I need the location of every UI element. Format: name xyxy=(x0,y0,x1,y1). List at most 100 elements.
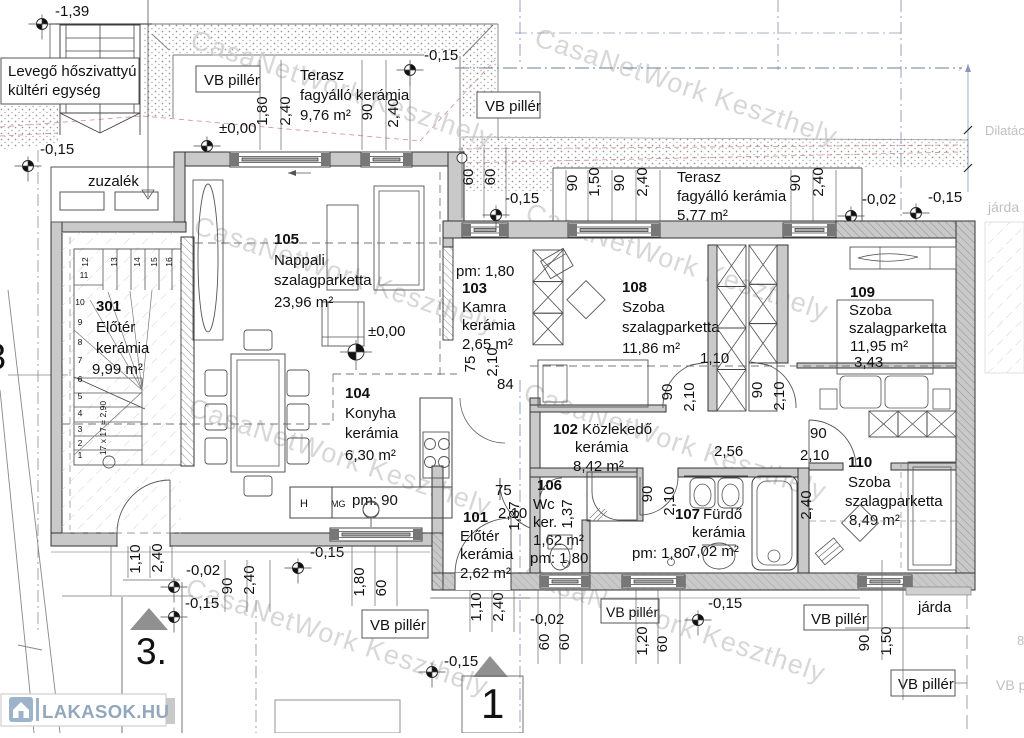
svg-text:13: 13 xyxy=(109,257,119,267)
svg-text:2,10: 2,10 xyxy=(661,486,678,515)
svg-text:járda: járda xyxy=(987,199,1019,215)
svg-text:-0,15: -0,15 xyxy=(40,141,74,158)
svg-text:2,40: 2,40 xyxy=(634,167,651,196)
svg-text:pm: 1,80: pm: 1,80 xyxy=(632,545,690,562)
svg-text:Nappali: Nappali xyxy=(274,252,325,269)
svg-text:1,37: 1,37 xyxy=(559,499,576,528)
svg-text:1,37: 1,37 xyxy=(506,501,523,530)
svg-text:zuzalék: zuzalék xyxy=(88,173,139,190)
svg-text:2,62 m²: 2,62 m² xyxy=(460,565,511,582)
svg-text:Wc: Wc xyxy=(533,496,555,513)
svg-text:90: 90 xyxy=(611,175,628,192)
svg-text:szalagparketta: szalagparketta xyxy=(849,320,947,337)
svg-text:Terasz: Terasz xyxy=(677,169,721,186)
svg-text:1,10: 1,10 xyxy=(127,544,144,573)
svg-text:14: 14 xyxy=(132,257,142,267)
svg-text:Előtér: Előtér xyxy=(460,528,499,545)
svg-text:VB pillér: VB pillér xyxy=(485,98,541,115)
svg-text:kerámia: kerámia xyxy=(462,317,516,334)
svg-text:kültéri egység: kültéri egység xyxy=(8,82,101,99)
svg-text:1,50: 1,50 xyxy=(586,167,603,196)
svg-text:90: 90 xyxy=(749,382,766,399)
svg-text:103: 103 xyxy=(462,280,487,297)
svg-text:60: 60 xyxy=(654,636,671,653)
svg-text:90: 90 xyxy=(219,578,236,595)
svg-text:-0,15: -0,15 xyxy=(310,544,344,561)
svg-text:75: 75 xyxy=(495,482,512,499)
svg-text:90: 90 xyxy=(810,425,827,442)
svg-text:±0,00: ±0,00 xyxy=(368,323,405,340)
svg-text:VB pillér: VB pillér xyxy=(370,617,426,634)
svg-text:pm: 1,80: pm: 1,80 xyxy=(530,550,588,567)
svg-text:106: 106 xyxy=(537,477,562,494)
svg-text:-0,02: -0,02 xyxy=(862,191,896,208)
svg-text:104: 104 xyxy=(345,385,371,402)
svg-text:2,40: 2,40 xyxy=(798,490,815,519)
svg-text:60: 60 xyxy=(460,169,477,186)
svg-text:2,10: 2,10 xyxy=(800,447,829,464)
svg-text:90: 90 xyxy=(787,175,804,192)
svg-text:60: 60 xyxy=(536,634,553,651)
svg-text:9,76 m²: 9,76 m² xyxy=(300,107,351,124)
svg-text:pm: 1,80: pm: 1,80 xyxy=(456,263,514,280)
svg-text:1: 1 xyxy=(78,450,83,460)
svg-text:Szoba: Szoba xyxy=(848,474,891,491)
svg-text:-0,15: -0,15 xyxy=(424,47,458,64)
svg-text:szalagparketta: szalagparketta xyxy=(845,493,943,510)
svg-text:2,40: 2,40 xyxy=(810,167,827,196)
svg-text:110: 110 xyxy=(848,454,872,471)
svg-text:1,10: 1,10 xyxy=(700,350,729,367)
svg-text:108: 108 xyxy=(622,279,647,296)
svg-text:5: 5 xyxy=(78,391,83,401)
svg-text:107: 107 xyxy=(675,506,700,523)
svg-text:1,50: 1,50 xyxy=(878,626,895,655)
svg-text:5,77 m²: 5,77 m² xyxy=(677,207,728,224)
svg-text:1: 1 xyxy=(481,680,504,727)
svg-text:15: 15 xyxy=(149,257,159,267)
svg-text:90: 90 xyxy=(564,175,581,192)
svg-text:11: 11 xyxy=(80,270,89,280)
svg-text:1,10: 1,10 xyxy=(468,592,485,621)
svg-text:101: 101 xyxy=(463,509,488,526)
svg-text:3.: 3. xyxy=(136,631,167,672)
svg-text:6: 6 xyxy=(78,374,83,384)
svg-text:Előtér: Előtér xyxy=(96,319,135,336)
svg-text:VB pillér: VB pillér xyxy=(898,676,954,693)
svg-text:10: 10 xyxy=(75,297,85,307)
svg-text:4: 4 xyxy=(78,408,83,418)
svg-text:17 x 17 = 2,90: 17 x 17 = 2,90 xyxy=(98,401,108,455)
svg-text:2,10: 2,10 xyxy=(681,382,698,411)
svg-text:kerámia: kerámia xyxy=(692,524,746,541)
svg-text:9,99 m²: 9,99 m² xyxy=(92,361,143,378)
svg-text:-0,15: -0,15 xyxy=(928,189,962,206)
svg-text:±0,00: ±0,00 xyxy=(219,120,256,137)
svg-text:2,56: 2,56 xyxy=(714,443,743,460)
svg-text:23,96 m²: 23,96 m² xyxy=(274,294,333,311)
svg-text:3: 3 xyxy=(78,424,83,434)
svg-text:kerámia: kerámia xyxy=(96,340,150,357)
svg-text:VB pillér: VB pillér xyxy=(204,72,260,89)
svg-text:2,65 m²: 2,65 m² xyxy=(462,336,513,353)
svg-text:7,02 m²: 7,02 m² xyxy=(688,543,739,560)
svg-text:LAKASOK.HU: LAKASOK.HU xyxy=(42,701,169,722)
svg-text:ker.: ker. xyxy=(533,514,557,531)
svg-text:84: 84 xyxy=(497,376,514,393)
svg-text:Kamra: Kamra xyxy=(462,299,507,316)
svg-text:-1,39: -1,39 xyxy=(55,3,89,20)
svg-text:1,20: 1,20 xyxy=(634,626,651,655)
svg-text:H: H xyxy=(300,498,308,510)
svg-text:1,80: 1,80 xyxy=(351,567,368,596)
svg-text:VB pillér: VB pillér xyxy=(811,611,867,628)
svg-text:9: 9 xyxy=(78,317,83,327)
svg-text:8,49 m²: 8,49 m² xyxy=(849,512,900,529)
svg-text:12: 12 xyxy=(80,257,90,267)
svg-text:Fürdő: Fürdő xyxy=(703,506,742,523)
svg-text:16: 16 xyxy=(164,257,174,267)
svg-text:Szoba: Szoba xyxy=(622,299,665,316)
svg-text:2,40: 2,40 xyxy=(490,592,507,621)
svg-text:2,40: 2,40 xyxy=(149,543,166,572)
svg-text:2,10: 2,10 xyxy=(771,381,788,410)
svg-text:90: 90 xyxy=(639,486,656,503)
svg-text:2,10: 2,10 xyxy=(484,347,501,376)
svg-text:fagyálló kerámia: fagyálló kerámia xyxy=(677,188,787,205)
